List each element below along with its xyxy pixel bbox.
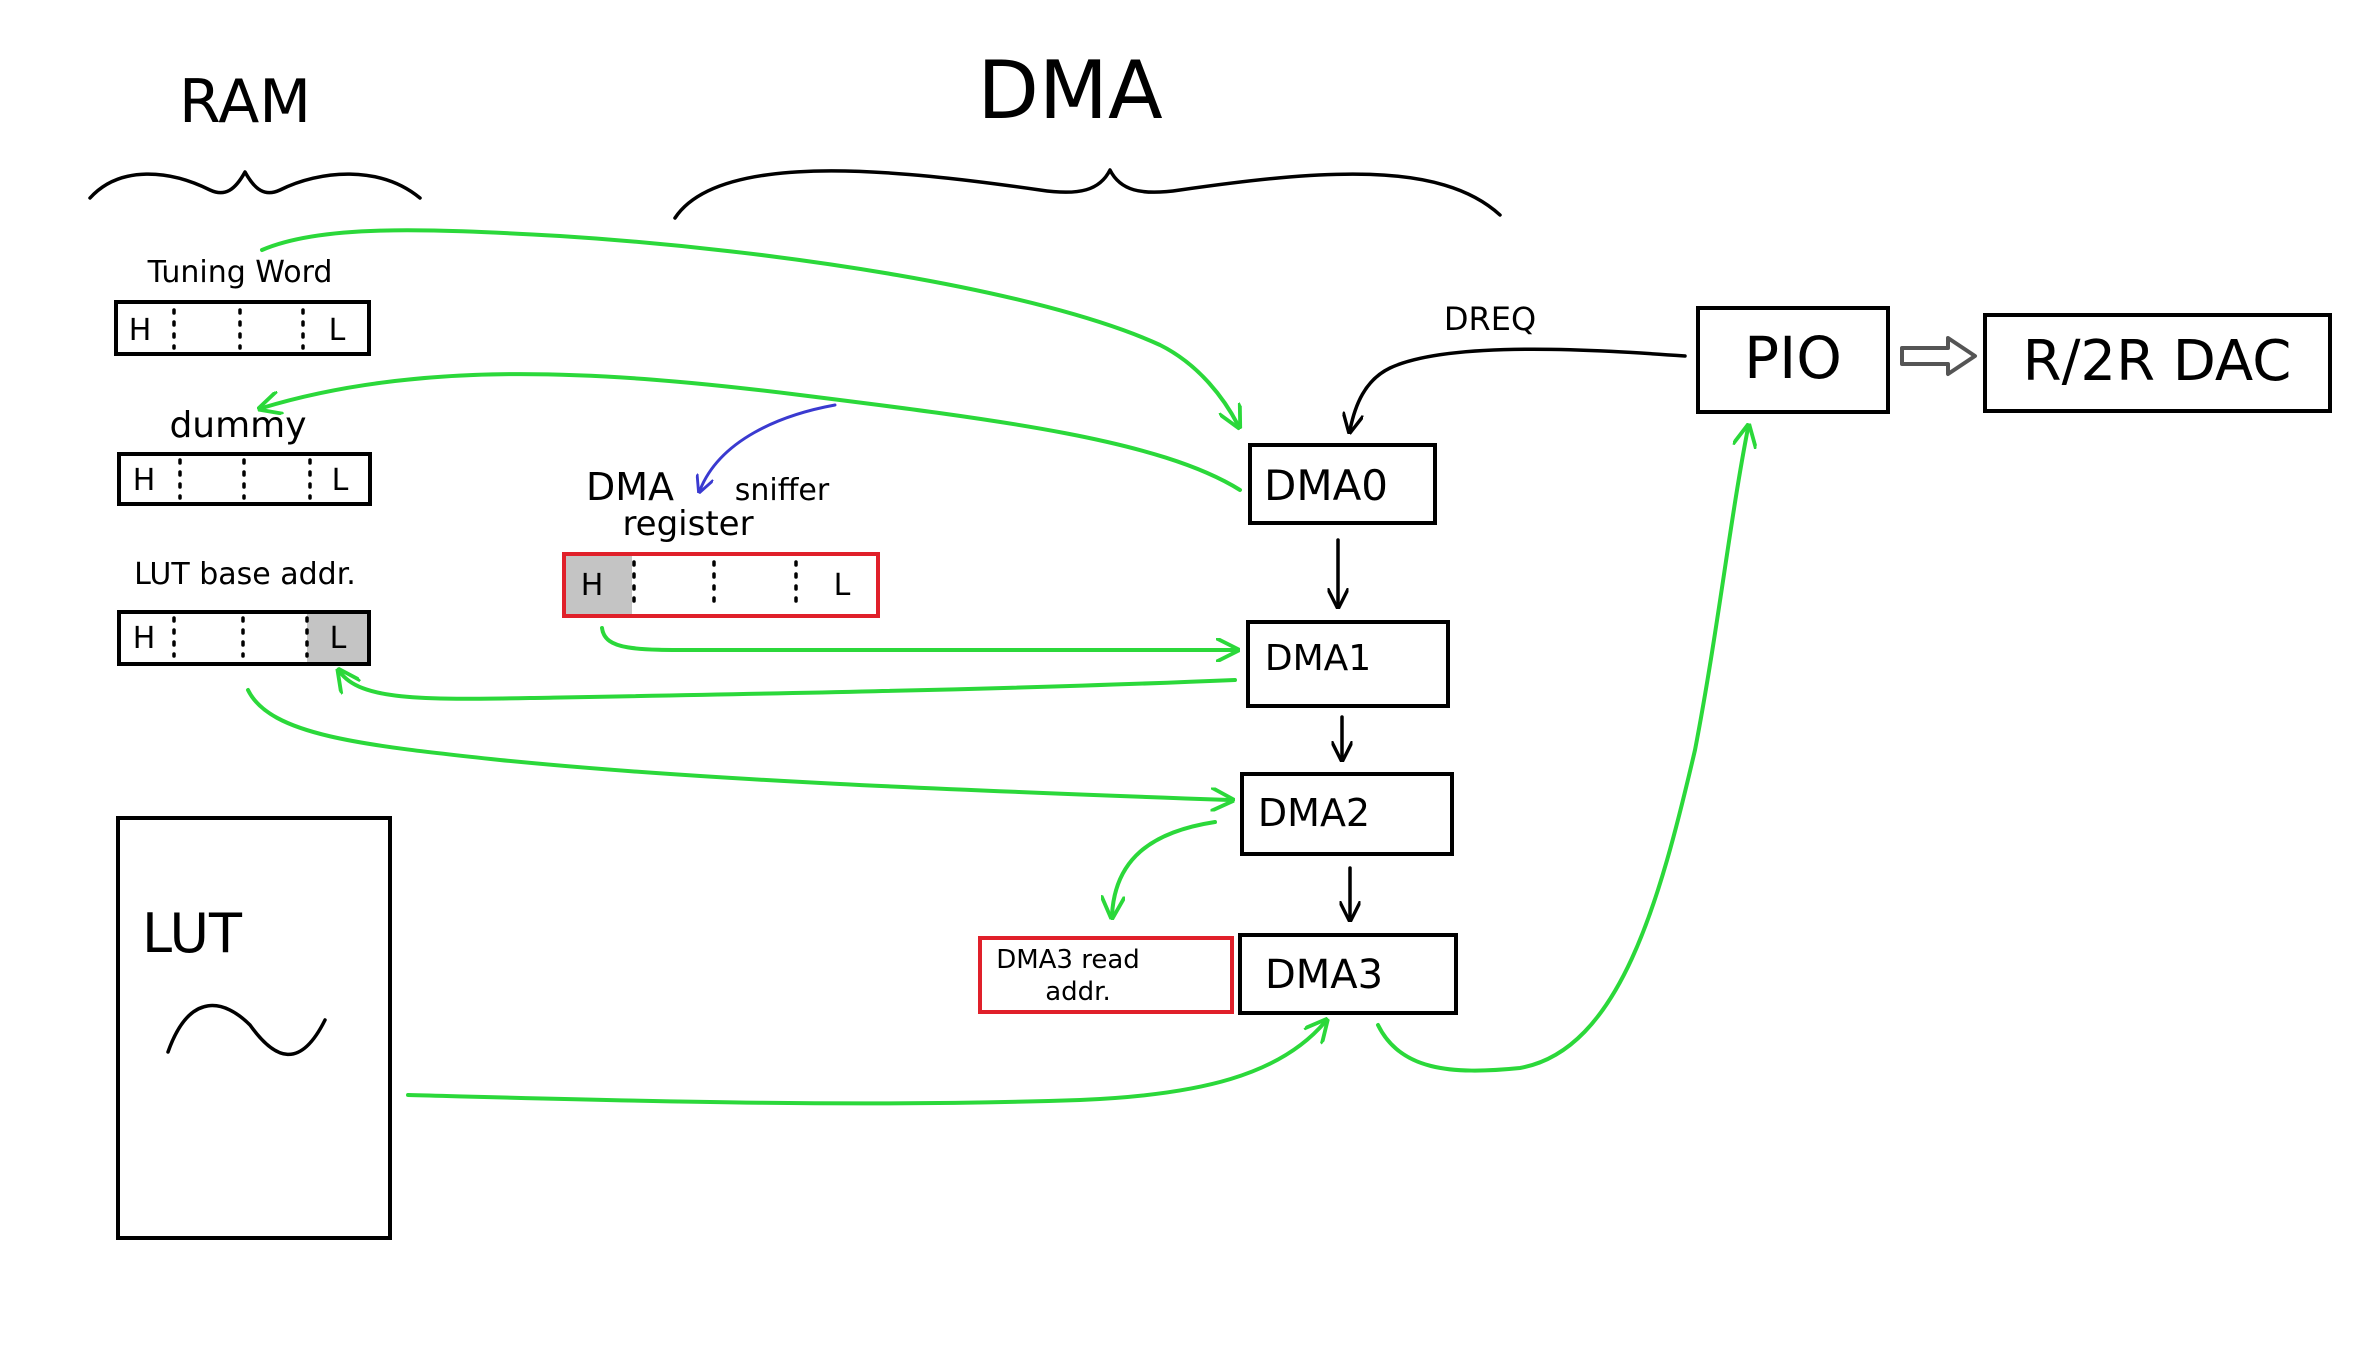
dma2-label: DMA2: [1258, 791, 1370, 835]
lut-base-low: L: [330, 621, 347, 656]
lut-label: LUT: [142, 902, 243, 965]
dma3-read-addr-line2: addr.: [1045, 977, 1111, 1007]
sniffer-label-register: register: [622, 504, 753, 544]
lut-base-register: [117, 610, 371, 666]
dma2-box: [1240, 772, 1454, 856]
flow-lutbase-to-dma2: [246, 688, 1230, 800]
dac-box: [1983, 313, 2332, 413]
dma1-label: DMA1: [1265, 638, 1371, 679]
sniffer-high-shaded: [566, 556, 632, 614]
dma3-read-addr-box: [978, 936, 1234, 1014]
tuning-word-label: Tuning Word: [147, 255, 333, 290]
dac-label: R/2R DAC: [2023, 329, 2292, 394]
dma1-box: [1246, 620, 1450, 708]
dummy-high: H: [133, 463, 156, 498]
tuning-word-register: [114, 300, 371, 356]
ram-heading: RAM: [179, 67, 311, 137]
sniffer-low: L: [834, 568, 851, 603]
lut-base-low-shaded: [307, 614, 369, 662]
pio-box: [1696, 306, 1890, 414]
dma0-label: DMA0: [1264, 461, 1388, 510]
flow-dma1-to-lutbase: [340, 672, 1237, 701]
flow-lut-to-dma3: [406, 1022, 1325, 1106]
dummy-low: L: [332, 463, 349, 498]
dma3-read-addr-line1: DMA3 read: [996, 945, 1140, 975]
tuning-word-low: L: [329, 313, 346, 348]
dma3-box: [1238, 933, 1458, 1015]
sniffer-register: [562, 552, 880, 618]
sniff-arrow: [700, 403, 837, 490]
lut-base-high: H: [133, 621, 156, 656]
dma-heading: DMA: [977, 44, 1163, 137]
flow-dma3-to-pio: [1376, 428, 1748, 1073]
flow-dma0-to-dummy: [262, 372, 1242, 492]
dummy-label: dummy: [169, 405, 306, 446]
sniffer-high: H: [581, 568, 604, 603]
dma0-box: [1248, 443, 1437, 525]
ram-brace: [88, 170, 422, 200]
sine-wave-icon: [166, 1003, 327, 1057]
sniffer-label-sniffer: sniffer: [735, 473, 830, 508]
pio-to-dac-arrow: [1900, 336, 1977, 376]
tuning-word-high: H: [129, 313, 152, 348]
flow-tuning-to-dma0: [260, 228, 1238, 425]
pio-label: PIO: [1744, 324, 1842, 392]
flow-sniffer-to-dma1: [600, 626, 1235, 650]
dreq-label: DREQ: [1444, 300, 1536, 338]
dma-brace: [673, 168, 1502, 220]
dma3-label: DMA3: [1265, 952, 1383, 998]
dreq-arrow: [1350, 347, 1687, 430]
lut-base-label: LUT base addr.: [134, 557, 356, 592]
sniffer-label-dma: DMA: [586, 465, 674, 509]
flow-dma2-to-readaddr: [1112, 820, 1217, 915]
